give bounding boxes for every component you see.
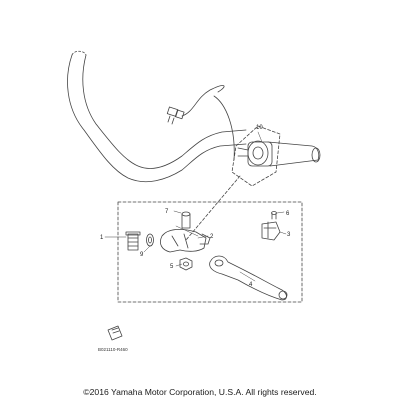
copyright-notice: ©2016 Yamaha Motor Corporation, U.S.A. A…	[83, 387, 317, 397]
nut	[179, 257, 193, 271]
clutch-lever	[209, 255, 288, 301]
adjuster-bolt	[125, 231, 141, 251]
callout-7: 7	[165, 209, 169, 215]
callout-1: 1	[100, 235, 104, 241]
wire-harness	[166, 85, 235, 161]
clamp	[261, 221, 281, 241]
dashed-leader	[185, 175, 241, 241]
callout-6: 6	[286, 211, 290, 217]
washer	[146, 233, 154, 247]
lever-holder	[160, 228, 211, 253]
callout-9: 9	[140, 252, 144, 258]
diagram-code: B021110-R460	[98, 347, 128, 352]
callout-5: 5	[170, 264, 174, 270]
callout-3: 3	[287, 232, 291, 238]
screw	[271, 211, 277, 220]
bolt	[181, 211, 191, 229]
callout-4: 4	[249, 282, 253, 288]
callout-2: 2	[210, 234, 214, 240]
handlebar	[67, 50, 247, 183]
assembly-boundary	[117, 201, 303, 303]
callout-leaders	[104, 131, 287, 282]
callout-10: 10	[256, 125, 263, 131]
switch-assembly	[231, 125, 321, 187]
diagram-code-icon	[107, 325, 123, 341]
